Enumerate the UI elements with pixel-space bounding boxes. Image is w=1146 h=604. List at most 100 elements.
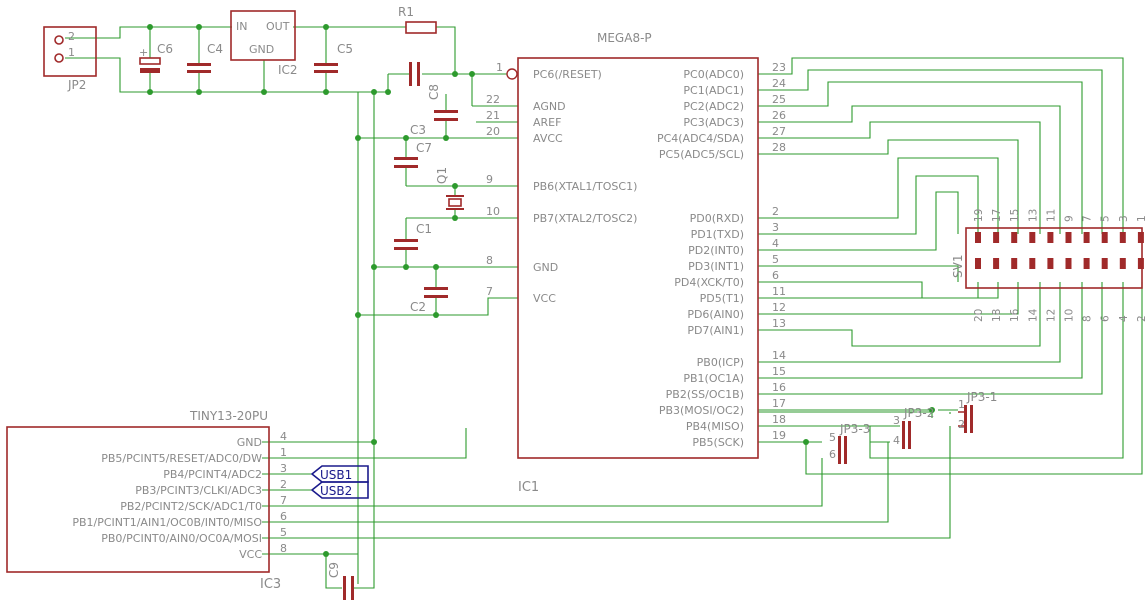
ic3-pin-name: PB3/PCINT3/CLKI/ADC3 — [135, 484, 262, 497]
usb-labels: USB1 USB2 — [310, 465, 369, 499]
jp3-3-label: JP3-3 — [839, 422, 870, 436]
ic1-pin-number: 11 — [772, 285, 786, 298]
sv1-pin-top — [1011, 232, 1018, 243]
ic1-pin-name: PD5(T1) — [700, 292, 744, 305]
capacitor-c2: C2 — [410, 287, 448, 314]
sv1-pin-number-top: 13 — [1027, 209, 1039, 222]
capacitor-c8: C8 — [409, 62, 441, 100]
ic1-pin-name: AGND — [533, 100, 566, 113]
ic1-pin-name: PC1(ADC1) — [683, 84, 744, 97]
ic3-pin-number: 3 — [280, 462, 287, 475]
capacitor-c5: C5 — [314, 42, 353, 73]
sv1-pin-bottom — [1011, 258, 1018, 269]
sv1-pin-number-top: 17 — [991, 209, 1003, 222]
ic1-pin-name: PD4(XCK/T0) — [674, 276, 744, 289]
ic1-pin-name: AREF — [533, 116, 561, 129]
ic1-left-pins: 1PC6(/RESET)22AGND21AREF20AVCC9PB6(XTAL1… — [486, 61, 637, 305]
ic3-pin-number: 2 — [280, 478, 287, 491]
ic1-pin-number: 16 — [772, 381, 786, 394]
ic1-pin-number: 18 — [772, 413, 786, 426]
jp2-pin1: 1 — [68, 46, 75, 59]
ic1-pin-number: 22 — [486, 93, 500, 106]
c6-label: C6 — [157, 42, 173, 56]
ic1-pin-name: VCC — [533, 292, 556, 305]
q1-label: Q1 — [435, 167, 449, 184]
jp3-jumpers: JP3-1 1 2 JP3-2 3 4 JP3-3 5 6 — [829, 390, 997, 464]
sv1-pin-number-top: 5 — [1100, 215, 1112, 222]
ic1-pin-number: 27 — [772, 125, 786, 138]
ic2-gnd: GND — [249, 43, 274, 56]
ic1-right-pins: PC0(ADC0)23PC1(ADC1)24PC2(ADC2)25PC3(ADC… — [657, 61, 786, 449]
ic1-pin-number: 20 — [486, 125, 500, 138]
junctions — [147, 24, 935, 557]
c2-label: C2 — [410, 300, 426, 314]
ic1-pin-name: PB0(ICP) — [697, 356, 744, 369]
usb1-label: USB1 — [320, 468, 352, 482]
ic1-pin-name: PC6(/RESET) — [533, 68, 602, 81]
sv1-pin-bottom — [1047, 258, 1054, 269]
ic1-pin-name: PB3(MOSI/OC2) — [659, 404, 744, 417]
ic3-pin-name: PB0/PCINT0/AIN0/OC0A/MOSI — [101, 532, 262, 545]
crystal-q1: Q1 — [435, 167, 464, 210]
ic1-pin-number: 8 — [486, 254, 493, 267]
sv1-pin-top — [1083, 232, 1090, 243]
c8-label: C8 — [427, 84, 441, 100]
ic3-label: IC3 — [260, 577, 281, 592]
sv1-pins: 1920171815161314111291078563412 — [973, 209, 1146, 322]
regulator-ic2: IN OUT GND IC2 — [230, 10, 298, 77]
ic1-pin-name: PD3(INT1) — [688, 260, 744, 273]
ic1-pin-name: PD2(INT0) — [688, 244, 744, 257]
sv1-pin-number-top: 1 — [1136, 215, 1146, 222]
sv1-pin-number-top: 11 — [1045, 209, 1057, 222]
sv1-label: SV1 — [951, 255, 965, 278]
ic1-pin-name: PB6(XTAL1/TOSC1) — [533, 180, 637, 193]
ic2-out: OUT — [266, 20, 290, 33]
ic3-pin-name: PB1/PCINT1/AIN1/OC0B/INT0/MISO — [72, 516, 262, 529]
sv1-pin-bottom — [1065, 258, 1072, 269]
jp3-pin4: 4 — [893, 434, 900, 447]
c7-label: C7 — [416, 141, 432, 155]
ic1-pin-number: 28 — [772, 141, 786, 154]
jp3-pin6: 6 — [829, 448, 836, 461]
sv1-pin-number-bottom: 6 — [1100, 315, 1112, 322]
jp2-label: JP2 — [67, 78, 86, 92]
sv1-pin-number-bottom: 2 — [1136, 315, 1146, 322]
sv1-pin-number-bottom: 16 — [1009, 308, 1021, 322]
ic1-pin-number: 4 — [772, 237, 779, 250]
jp3-pin2: 2 — [958, 418, 965, 431]
sv1-pin-number-top: 19 — [973, 209, 985, 222]
capacitor-c3: C3 — [410, 110, 458, 137]
ic1-label: IC1 — [518, 480, 539, 495]
jp3-1-label: JP3-1 — [966, 390, 997, 404]
ic1-pin-name: GND — [533, 261, 558, 274]
capacitor-c7: C7 — [394, 141, 432, 168]
c1-label: C1 — [416, 222, 432, 236]
sv1-pin-top — [993, 232, 1000, 243]
ic3-part-label: TINY13-20PU — [189, 409, 268, 423]
ic1-pin-name: PB7(XTAL2/TOSC2) — [533, 212, 637, 225]
sv1-pin-bottom — [975, 258, 981, 269]
ic1-pin-number: 23 — [772, 61, 786, 74]
capacitor-c4: C4 — [187, 42, 223, 73]
sv1-pin-number-bottom: 18 — [991, 309, 1003, 322]
jp3-pin1: 1 — [958, 398, 965, 411]
sv1-pin-top — [1065, 232, 1072, 243]
ic1-mega8: MEGA8-P IC1 1PC6(/RESET)22AGND21AREF20AV… — [486, 31, 786, 495]
ic3-pin-number: 5 — [280, 526, 287, 539]
sv1-pin-top — [1029, 232, 1036, 243]
ic3-pin-name: PB5/PCINT5/RESET/ADC0/DW — [101, 452, 262, 465]
sv1-pin-number-bottom: 12 — [1045, 309, 1057, 322]
ic1-pin-number: 21 — [486, 109, 500, 122]
capacitor-c1: C1 — [394, 222, 432, 250]
ic1-pin-name: PD0(RXD) — [690, 212, 744, 225]
sv1-pin-number-bottom: 14 — [1027, 308, 1039, 322]
ic3-pin-number: 8 — [280, 542, 287, 555]
ic1-pin-name: PC0(ADC0) — [683, 68, 744, 81]
sv1-pin-bottom — [1101, 258, 1108, 269]
ic1-pin-number: 7 — [486, 285, 493, 298]
ic1-pin-number: 5 — [772, 253, 779, 266]
ic3-pin-number: 1 — [280, 446, 287, 459]
ic1-pin-name: PC2(ADC2) — [683, 100, 744, 113]
